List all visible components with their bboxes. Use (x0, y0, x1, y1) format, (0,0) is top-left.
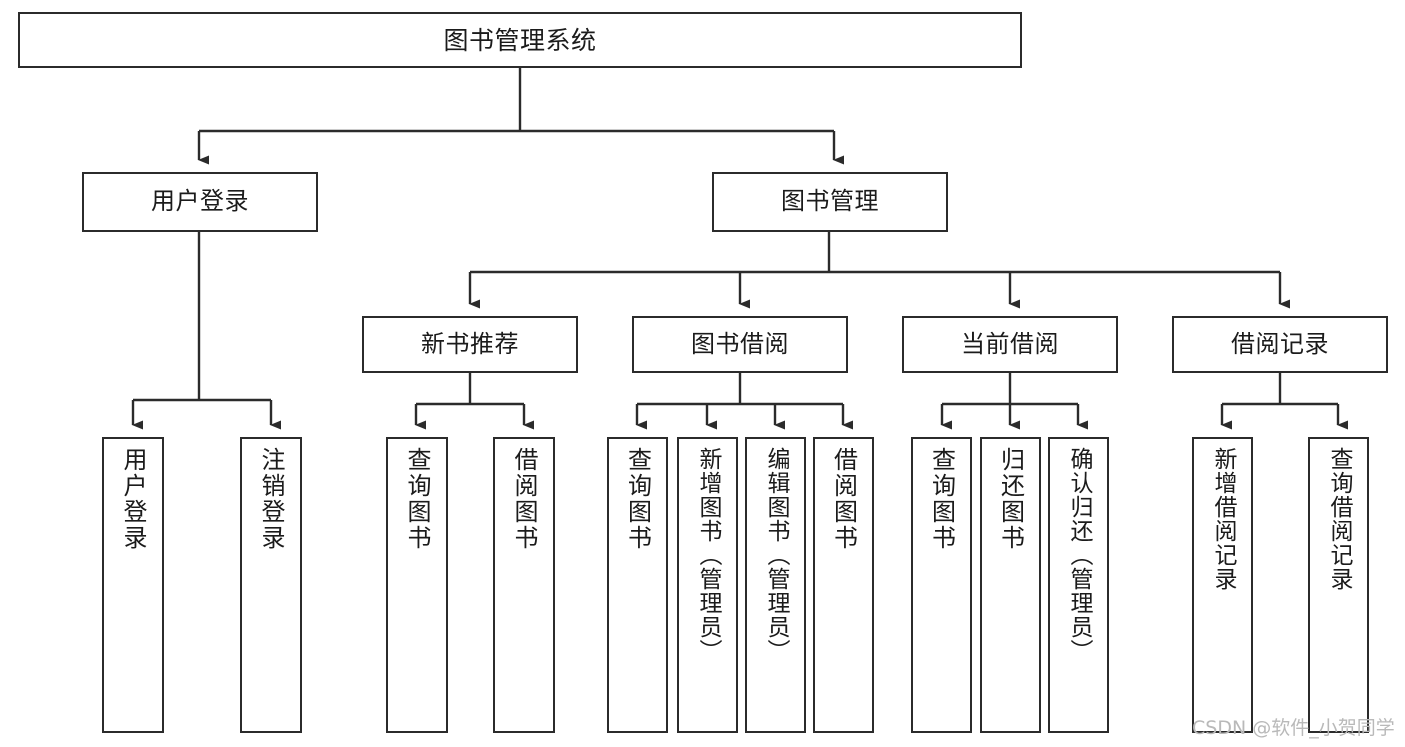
node-label: 图书管理系统 (443, 25, 597, 55)
node-label: 归还图书 (996, 447, 1025, 551)
node-new-book-recommend[interactable]: 新书推荐 (362, 316, 578, 373)
csdn-watermark: CSDN @软件_小贺同学 (1192, 717, 1395, 739)
node-label: 查询图书 (403, 447, 431, 551)
leaf-user-login-logout[interactable]: 注销登录 (240, 437, 302, 733)
node-label: 确认归还（管理员） (1066, 447, 1092, 663)
leaf-book-borrow-edit-book-admin[interactable]: 编辑图书（管理员） (745, 437, 806, 733)
leaf-current-borrow-return-book[interactable]: 归还图书 (980, 437, 1041, 733)
node-label: 查询图书 (927, 447, 956, 551)
edges-currentborrow-to-leaves (940, 373, 1088, 430)
leaf-book-borrow-borrow-book[interactable]: 借阅图书 (813, 437, 874, 733)
leaf-new-book-borrow-book[interactable]: 借阅图书 (493, 437, 555, 733)
node-label: 新增图书（管理员） (695, 447, 721, 663)
node-label: 查询图书 (623, 447, 652, 551)
node-label: 编辑图书（管理员） (763, 447, 789, 663)
node-borrow-record[interactable]: 借阅记录 (1172, 316, 1388, 373)
leaf-book-borrow-query-book[interactable]: 查询图书 (607, 437, 668, 733)
node-label: 用户登录 (119, 447, 147, 551)
node-label: 新增借阅记录 (1210, 447, 1236, 591)
node-label: 图书管理 (781, 187, 879, 216)
node-label: 用户登录 (151, 187, 249, 216)
node-current-borrow[interactable]: 当前借阅 (902, 316, 1118, 373)
edges-userlogin-to-leaves (131, 232, 281, 430)
node-root-book-management-system[interactable]: 图书管理系统 (18, 12, 1022, 68)
node-label: 查询借阅记录 (1326, 447, 1352, 591)
node-label: 图书借阅 (691, 329, 789, 358)
leaf-current-borrow-confirm-return-admin[interactable]: 确认归还（管理员） (1048, 437, 1109, 733)
node-label: 借阅图书 (829, 447, 858, 551)
edges-newbook-to-leaves (414, 373, 534, 430)
edges-level2-to-level3 (468, 232, 1290, 309)
edges-root-to-level2 (197, 68, 844, 165)
node-label: 当前借阅 (961, 329, 1059, 358)
leaf-new-book-query-book[interactable]: 查询图书 (386, 437, 448, 733)
node-user-login[interactable]: 用户登录 (82, 172, 318, 232)
node-label: 借阅记录 (1231, 329, 1329, 358)
edges-bookborrow-to-leaves (635, 373, 853, 430)
leaf-book-borrow-add-book-admin[interactable]: 新增图书（管理员） (677, 437, 738, 733)
node-label: 注销登录 (257, 447, 285, 551)
node-label: 新书推荐 (421, 329, 519, 358)
leaf-current-borrow-query-book[interactable]: 查询图书 (911, 437, 972, 733)
leaf-borrow-record-add-record[interactable]: 新增借阅记录 (1192, 437, 1253, 733)
leaf-user-login-login[interactable]: 用户登录 (102, 437, 164, 733)
node-label: 借阅图书 (510, 447, 538, 551)
node-book-borrow[interactable]: 图书借阅 (632, 316, 848, 373)
node-book-management[interactable]: 图书管理 (712, 172, 948, 232)
leaf-borrow-record-query-record[interactable]: 查询借阅记录 (1308, 437, 1369, 733)
edges-borrowrecord-to-leaves (1220, 373, 1348, 430)
